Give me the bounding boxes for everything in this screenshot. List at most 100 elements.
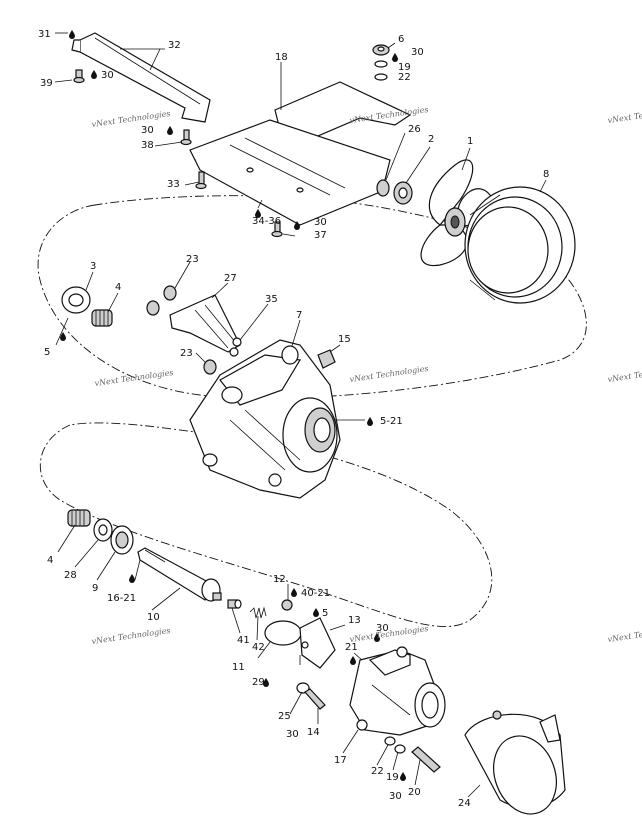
part-label: 39 [40, 78, 53, 89]
part-label: 8 [543, 169, 549, 180]
part-label: 15 [338, 334, 351, 345]
screw-part-14 [304, 688, 326, 710]
part-label: 10 [147, 612, 160, 623]
part-label: 27 [224, 273, 237, 284]
part-label: 19 [386, 772, 399, 783]
part-label: 20 [408, 787, 421, 798]
part-labels: 31 39 30 32 18 6 30 19 22 30 38 26 2 1 8… [38, 29, 549, 809]
dashed-outline-upper [37, 195, 587, 399]
screw-part-20 [411, 746, 441, 773]
watermark-text: vNext Technologies [607, 105, 642, 125]
part-label: 26 [408, 124, 421, 135]
part-label: 33 [167, 179, 180, 190]
part-label: 4 [115, 282, 121, 293]
watermark-text: vNext Technologies [607, 624, 642, 644]
part-label: 21 [345, 642, 358, 653]
watermark-text: vNext Technologies [349, 624, 429, 644]
part-label: 17 [334, 755, 347, 766]
nut-part-6 [372, 44, 390, 56]
part-label: 6 [398, 34, 404, 45]
part-label: 18 [275, 52, 288, 63]
part-label: 14 [307, 727, 320, 738]
cap-part-23-lower [203, 359, 217, 375]
spring-part-42 [249, 606, 267, 619]
ride-plate-part-18 [189, 81, 412, 226]
part-label: 19 [398, 62, 411, 73]
part-label: 7 [296, 310, 302, 321]
part-label: 3 [90, 261, 96, 272]
watermark-text: vNext Technologies [607, 364, 642, 384]
block-part-15 [317, 349, 336, 369]
impeller-part-1 [420, 159, 494, 267]
part-label: 11 [232, 662, 245, 673]
bearing-part-4-lower [67, 509, 91, 527]
shaft-part-10 [137, 547, 222, 602]
cap-part-12 [281, 599, 293, 611]
bearing-part-4-upper [91, 309, 113, 327]
nozzle-cone-part-24 [464, 710, 566, 815]
part-label: 32 [168, 40, 181, 51]
part-label: 30 [101, 70, 114, 81]
part-label: 23 [180, 348, 193, 359]
nut-part-2 [393, 181, 413, 205]
part-label: 38 [141, 140, 154, 151]
venturi-housing-part-17 [349, 646, 446, 736]
part-label: 29 [252, 677, 265, 688]
o-ring-part-35-a [232, 337, 242, 347]
cap-part-23-left [146, 300, 160, 316]
washer-part-19-top [374, 60, 388, 68]
washer-part-22-lower [384, 736, 396, 746]
screw-part-39 [73, 69, 85, 84]
o-ring-part-11 [264, 620, 302, 646]
part-label: 23 [186, 254, 199, 265]
part-label: 24 [458, 798, 471, 809]
washer-part-25 [296, 682, 310, 694]
part-label: 1 [467, 136, 473, 147]
washer-part-19-lower [394, 744, 406, 754]
screw-part-33 [195, 171, 207, 190]
part-label: 28 [64, 570, 77, 581]
part-label: 30 [286, 729, 299, 740]
part-label: 37 [314, 230, 327, 241]
part-label: 5 [322, 608, 328, 619]
part-label: 31 [38, 29, 51, 40]
watermark-text: vNext Technologies [94, 368, 174, 388]
watermark-text: vNext Technologies [91, 109, 171, 129]
bracket-part-32 [71, 32, 211, 123]
washer-part-28 [93, 518, 113, 542]
part-label: 30 [411, 47, 424, 58]
thrust-bearing-part-9 [110, 525, 134, 555]
part-label: 16-21 [107, 593, 136, 604]
ring-part-26 [376, 179, 390, 197]
part-label: 34-36 [252, 216, 281, 227]
cover-part-13 [299, 617, 336, 669]
part-label: 22 [398, 72, 411, 83]
cap-part-23-top [163, 285, 177, 301]
wear-ring-part-8 [464, 186, 576, 304]
part-label: 41 [237, 635, 250, 646]
part-label: 35 [265, 294, 278, 305]
part-label: 13 [348, 615, 361, 626]
plug-part-41 [227, 599, 242, 609]
part-label: 30 [141, 125, 154, 136]
screw-part-37 [271, 221, 283, 238]
part-label: 42 [252, 642, 265, 653]
screw-part-38 [180, 129, 192, 146]
part-label: 30 [314, 217, 327, 228]
leader-lines [54, 32, 547, 798]
part-label: 9 [92, 583, 98, 594]
part-label: 22 [371, 766, 384, 777]
o-ring-part-35-b [229, 347, 239, 357]
part-label: 4 [47, 555, 53, 566]
part-label: 30 [376, 623, 389, 634]
part-label: 25 [278, 711, 291, 722]
seal-part-3 [61, 286, 91, 314]
part-label: 40-21 [301, 588, 330, 599]
part-label: 30 [389, 791, 402, 802]
part-label: 12 [273, 574, 286, 585]
tube-part-27 [169, 294, 241, 353]
part-label: 5 [44, 347, 50, 358]
watermark-text: vNext Technologies [349, 364, 429, 384]
pump-housing-part-7 [189, 339, 341, 499]
